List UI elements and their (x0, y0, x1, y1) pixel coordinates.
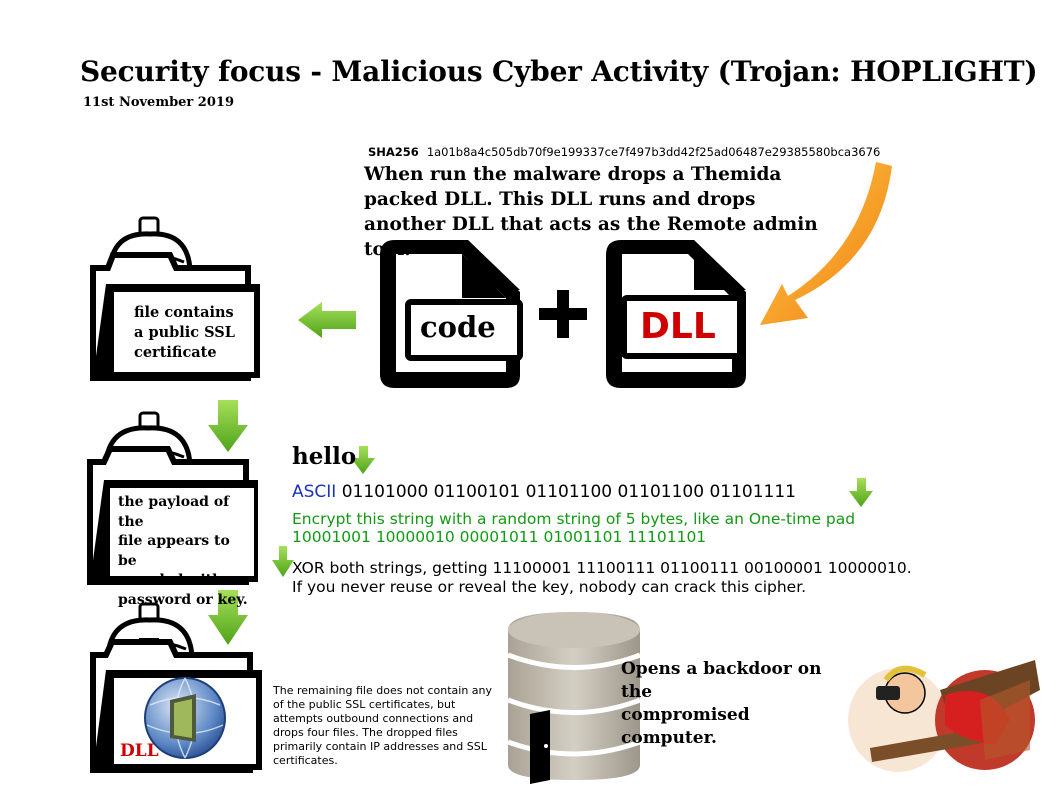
sha256-label: SHA256 (368, 145, 419, 159)
sha256-line: SHA256 1a01b8a4c505db70f9e199337ce7f497b3… (368, 145, 880, 159)
encrypt-text: Encrypt this string with a random string… (292, 510, 855, 546)
code-file-label: code (420, 310, 496, 344)
arrow-curved-icon (760, 162, 892, 325)
backdoor-line: Opens a backdoor on the (621, 659, 822, 702)
arrow-down-icon (208, 400, 248, 452)
arrow-down-icon (849, 478, 873, 507)
dll-file-icon (606, 240, 746, 388)
xor-line: If you never reuse or reveal the key, no… (292, 578, 807, 596)
arrow-down-icon (272, 546, 294, 577)
folder-1-text: file contains a public SSL certificate (134, 303, 254, 363)
spy-binoculars-icon (848, 660, 1040, 772)
ascii-bits: 01101000 01100101 01101100 01101100 0110… (341, 482, 796, 502)
hello-word: hello (292, 443, 357, 470)
ascii-line: ASCII 01101000 01100101 01101100 0110110… (292, 482, 796, 502)
arrow-down-icon (351, 446, 375, 474)
backdoor-line: compromised computer. (621, 705, 750, 748)
folder-2-line: encoded with a (118, 572, 237, 588)
folder-spy-icon (87, 411, 258, 585)
plus-icon (539, 308, 587, 320)
folder-spy-icon (90, 602, 262, 773)
page-title: Security focus - Malicious Cyber Activit… (80, 55, 1038, 88)
arrow-left-icon (298, 302, 356, 338)
xor-line: XOR both strings, getting 11100001 11100… (292, 559, 912, 577)
folder-1-line: a public SSL (134, 324, 235, 341)
folder-2-line: file appears to be (118, 533, 230, 569)
folder-1-line: certificate (134, 344, 217, 361)
encrypt-line: Encrypt this string with a random string… (292, 510, 856, 528)
code-file-icon (380, 240, 523, 388)
folder-3-dll-label: DLL (120, 741, 159, 761)
arrow-down-icon (208, 590, 248, 645)
remaining-file-text: The remaining file does not contain any … (273, 684, 493, 767)
xor-text: XOR both strings, getting 11100001 11100… (292, 559, 912, 597)
backdoor-text: Opens a backdoor on the compromised comp… (621, 658, 851, 750)
ascii-label: ASCII (292, 482, 337, 502)
folder-2-line: the payload of the (118, 494, 230, 530)
sha256-hash: 1a01b8a4c505db70f9e199337ce7f497b3dd42f2… (426, 145, 881, 159)
dll-file-label: DLL (640, 306, 716, 347)
folder-1-line: file contains (134, 304, 234, 321)
date-label: 11st November 2019 (83, 95, 234, 110)
folder-2-text: the payload of the file appears to be en… (118, 493, 252, 610)
key-bits: 10001001 10000010 00001011 01001101 1110… (292, 528, 707, 546)
database-icon (507, 612, 641, 784)
folder-spy-icon (90, 216, 260, 381)
malware-description: When run the malware drops a Themida pac… (364, 164, 818, 260)
folder-2-line: password or key. (118, 591, 248, 608)
